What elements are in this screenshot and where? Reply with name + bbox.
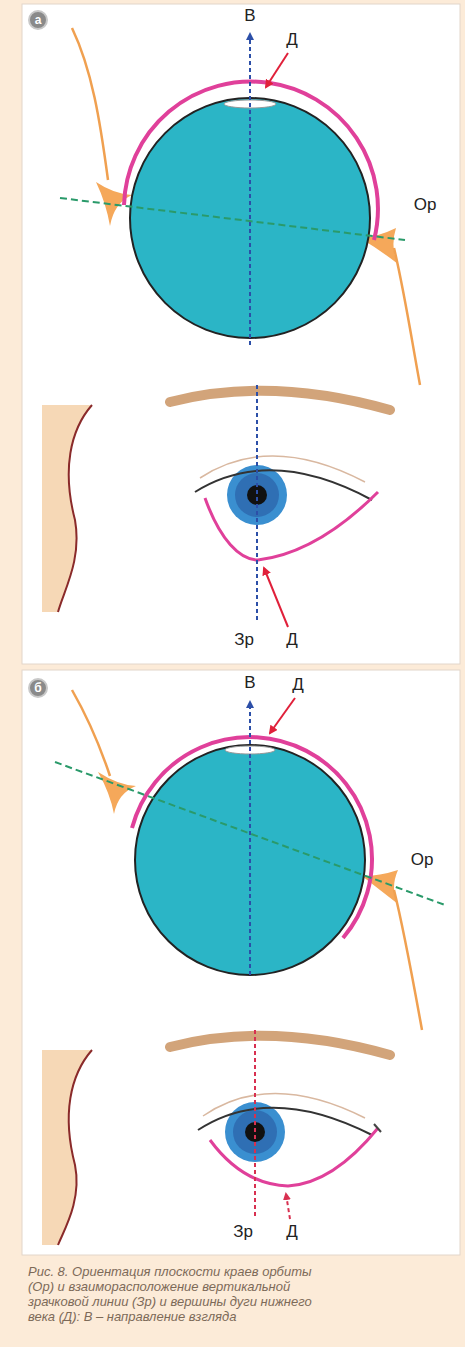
panel-letter: б — [34, 681, 41, 695]
callout-label: В — [244, 6, 255, 26]
panel-letter: а — [35, 13, 42, 27]
callout-label: Д — [292, 675, 304, 695]
figure-caption: Рис. 8. Ориентация плоскости краев орбит… — [28, 1264, 328, 1324]
callout-label: Зр — [233, 1222, 253, 1242]
callout-label: Ор — [411, 850, 434, 870]
callout-label: Д — [286, 30, 298, 50]
callout-label: Д — [286, 1222, 298, 1242]
callout-label: Д — [286, 630, 298, 650]
callout-label: В — [244, 673, 255, 693]
callout-label: Зр — [234, 630, 254, 650]
callout-label: Ор — [414, 195, 437, 215]
